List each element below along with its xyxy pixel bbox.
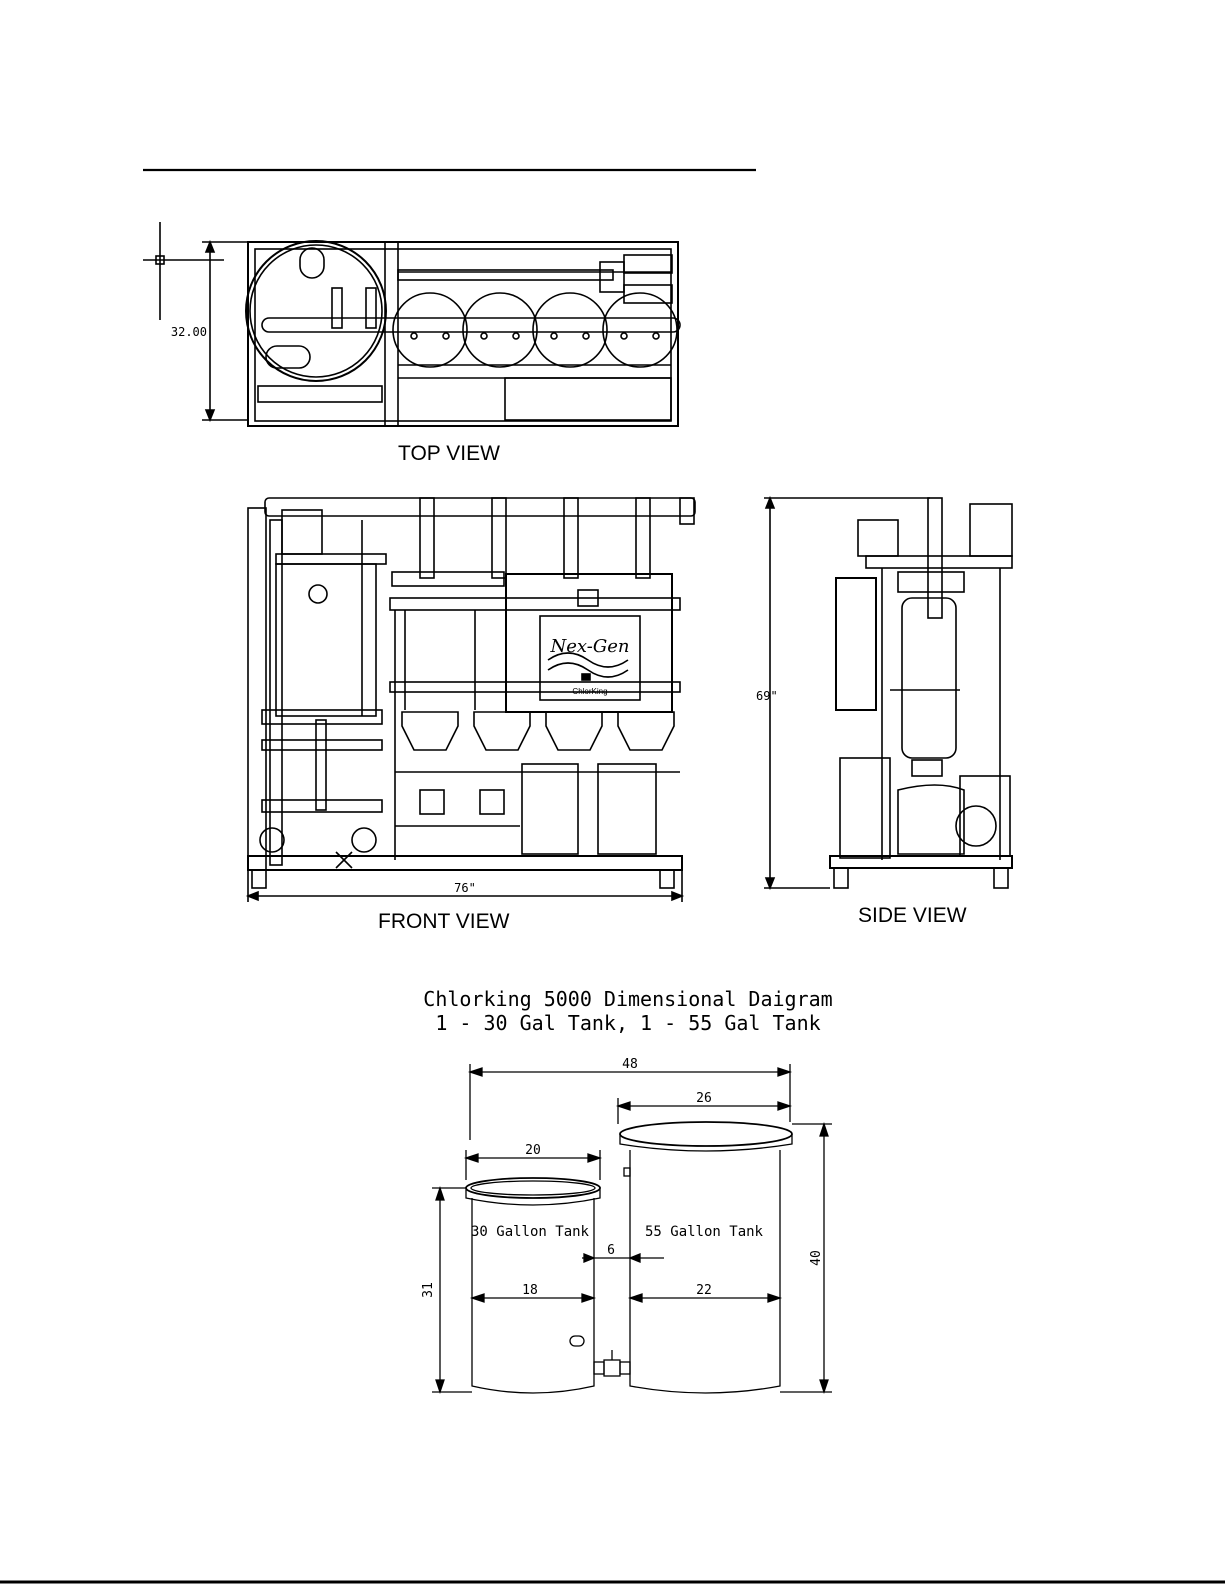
front-panel-brand: Nex-Gen [550, 636, 630, 657]
dim-small-body: 18 [522, 1283, 538, 1298]
dim-small-height: 31 [421, 1282, 436, 1298]
side-view-drawing [764, 498, 1012, 888]
dim-large-lid: 26 [696, 1091, 712, 1106]
top-view-drawing [143, 222, 680, 426]
front-view-width-dimension: 76" [454, 881, 476, 895]
dim-small-lid: 20 [525, 1143, 541, 1158]
tank-diagram-subtitle: 1 - 30 Gal Tank, 1 - 55 Gal Tank [435, 1011, 820, 1035]
side-view-label: SIDE VIEW [858, 904, 967, 927]
side-view-height-dimension: 69" [756, 689, 778, 703]
top-view-label: TOP VIEW [398, 442, 500, 465]
tank-diagram-title: Chlorking 5000 Dimensional Daigram [423, 987, 832, 1011]
front-view-label: FRONT VIEW [378, 910, 510, 933]
dim-overall-width: 48 [622, 1057, 638, 1072]
dim-large-height: 40 [809, 1250, 824, 1266]
front-panel-sub: ChlorKing [572, 687, 607, 696]
tank-small-label: 30 Gallon Tank [471, 1224, 590, 1240]
tank-large-label: 55 Gallon Tank [645, 1224, 764, 1240]
dim-large-body: 22 [696, 1283, 712, 1298]
front-view-drawing [248, 498, 695, 902]
dim-gap: 6 [607, 1243, 615, 1258]
top-view-depth-dimension: 32.00 [171, 325, 207, 339]
